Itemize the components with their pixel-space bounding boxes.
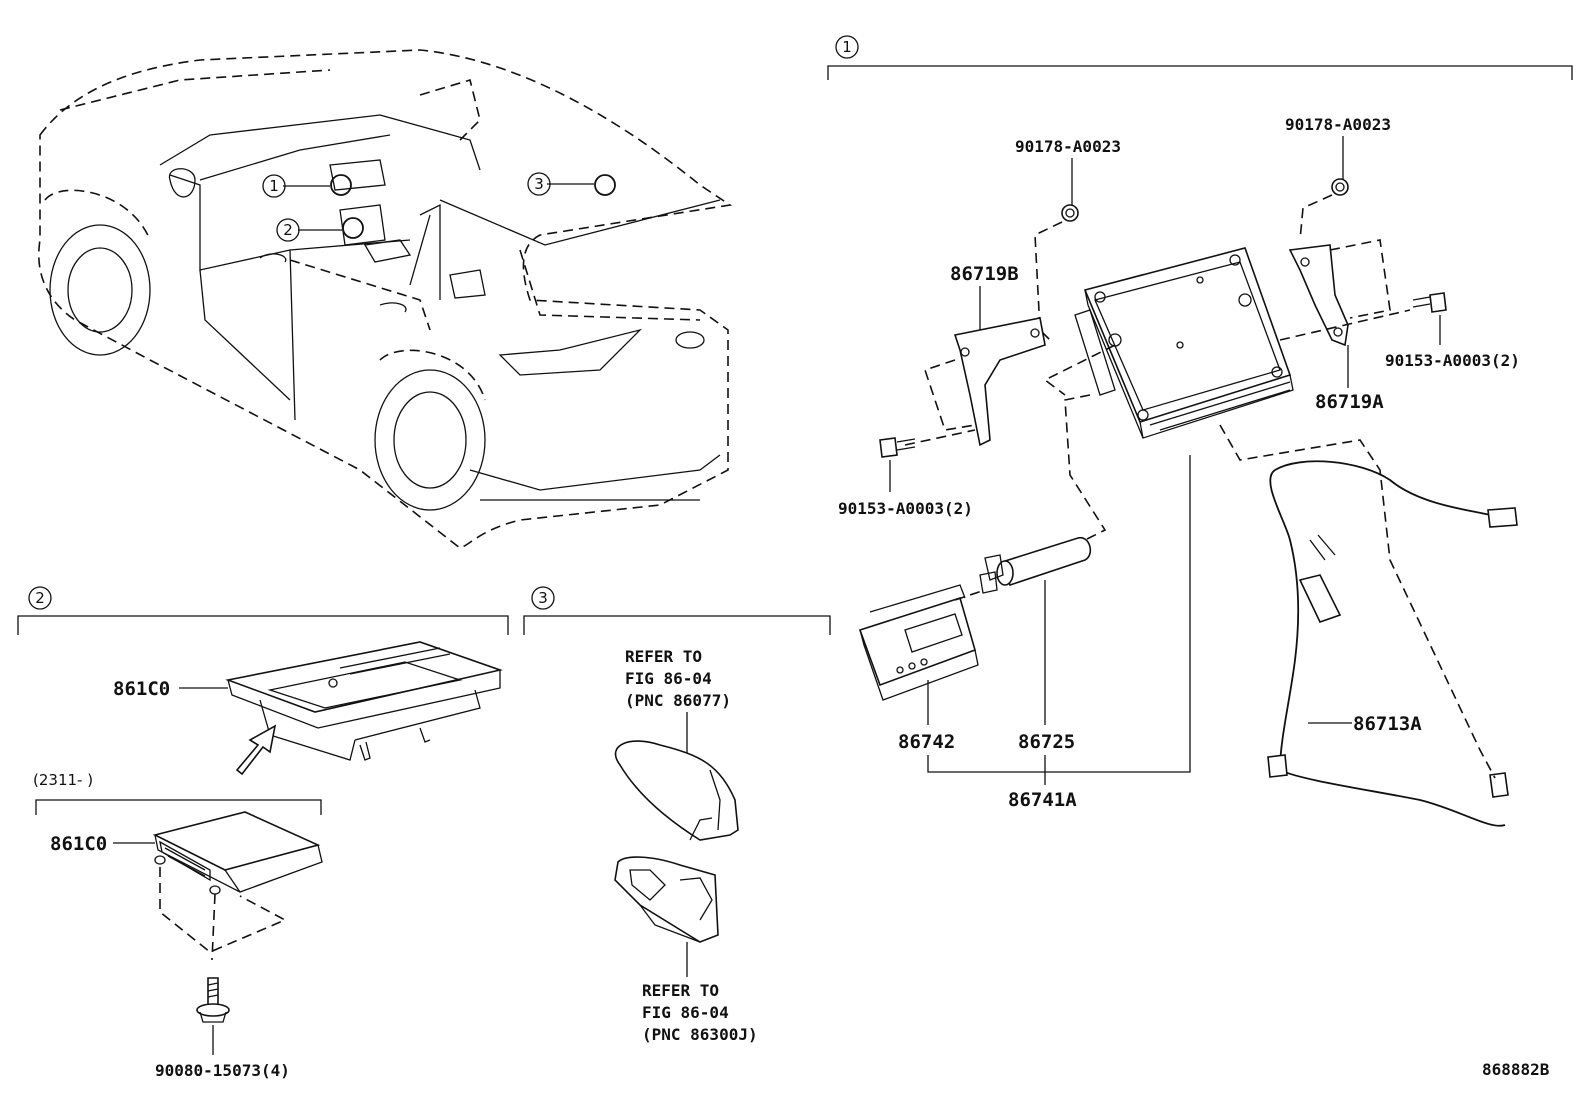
- refer2-line2: FIG 86-04: [642, 1003, 729, 1022]
- nut-b-part: [1061, 204, 1079, 222]
- label-bolt-right: 90153-A0003(2): [1385, 351, 1520, 370]
- refer2-line1: REFER TO: [642, 981, 719, 1000]
- bracket-a-part: [1288, 244, 1349, 347]
- label-harness: 86713A: [1353, 713, 1422, 735]
- label-bracket-b: 86719B: [950, 263, 1019, 285]
- label-bracket-a: 86719A: [1315, 391, 1384, 413]
- refer2-line3: (PNC 86300J): [642, 1025, 758, 1044]
- label-nut-a: 90178-A0023: [1285, 115, 1391, 134]
- label-module-lower: 861C0: [50, 833, 107, 855]
- label-nut-b: 90178-A0023: [1015, 137, 1121, 156]
- label-screw: 90080-15073(4): [155, 1061, 290, 1080]
- label-display: 86742: [898, 731, 955, 753]
- diagram-id: 868882B: [1482, 1060, 1550, 1079]
- label-assembly: 86741A: [1008, 789, 1077, 811]
- section-3-group: 3 REFER TO FIG 86-04 (PNC 86077) REFER T…: [523, 586, 831, 1044]
- label-module-upper: 861C0: [113, 678, 170, 700]
- section-2-marker: 2: [35, 589, 45, 607]
- car-marker-1: 1: [269, 177, 279, 195]
- install-arrow: [235, 724, 277, 776]
- module-upper-part: [225, 641, 503, 761]
- section-2-group: 2 861C0 (2311- ): [17, 586, 509, 1080]
- label-date-range: (2311- ): [33, 771, 93, 789]
- battery-part: [979, 537, 1092, 594]
- label-battery: 86725: [1018, 731, 1075, 753]
- bolt-left-part: [879, 437, 898, 458]
- wire-harness-part: [1267, 460, 1518, 827]
- vehicle-illustration: 1 2 3: [38, 49, 733, 549]
- antenna-base-part: [614, 856, 719, 943]
- section-1-marker: 1: [842, 38, 852, 56]
- section-3-marker: 3: [538, 589, 548, 607]
- nut-a-part: [1331, 178, 1349, 196]
- ecu-module-part: [1074, 247, 1294, 439]
- section-1-group: 1 90178-A0023 90178-A0023 86719B 90153-A…: [827, 35, 1573, 827]
- label-bolt-left: 90153-A0003(2): [838, 499, 973, 518]
- car-marker-2: 2: [283, 221, 293, 239]
- refer1-line2: FIG 86-04: [625, 669, 712, 688]
- refer1-line3: (PNC 86077): [625, 691, 731, 710]
- shark-fin-antenna-part: [614, 740, 739, 841]
- bracket-b-part: [953, 317, 1046, 447]
- car-marker-3: 3: [534, 175, 544, 193]
- display-unit-part: [858, 584, 979, 701]
- bolt-right-part: [1429, 292, 1447, 313]
- screw-part: [196, 977, 230, 1023]
- module-lower-part: [152, 811, 323, 895]
- refer1-line1: REFER TO: [625, 647, 702, 666]
